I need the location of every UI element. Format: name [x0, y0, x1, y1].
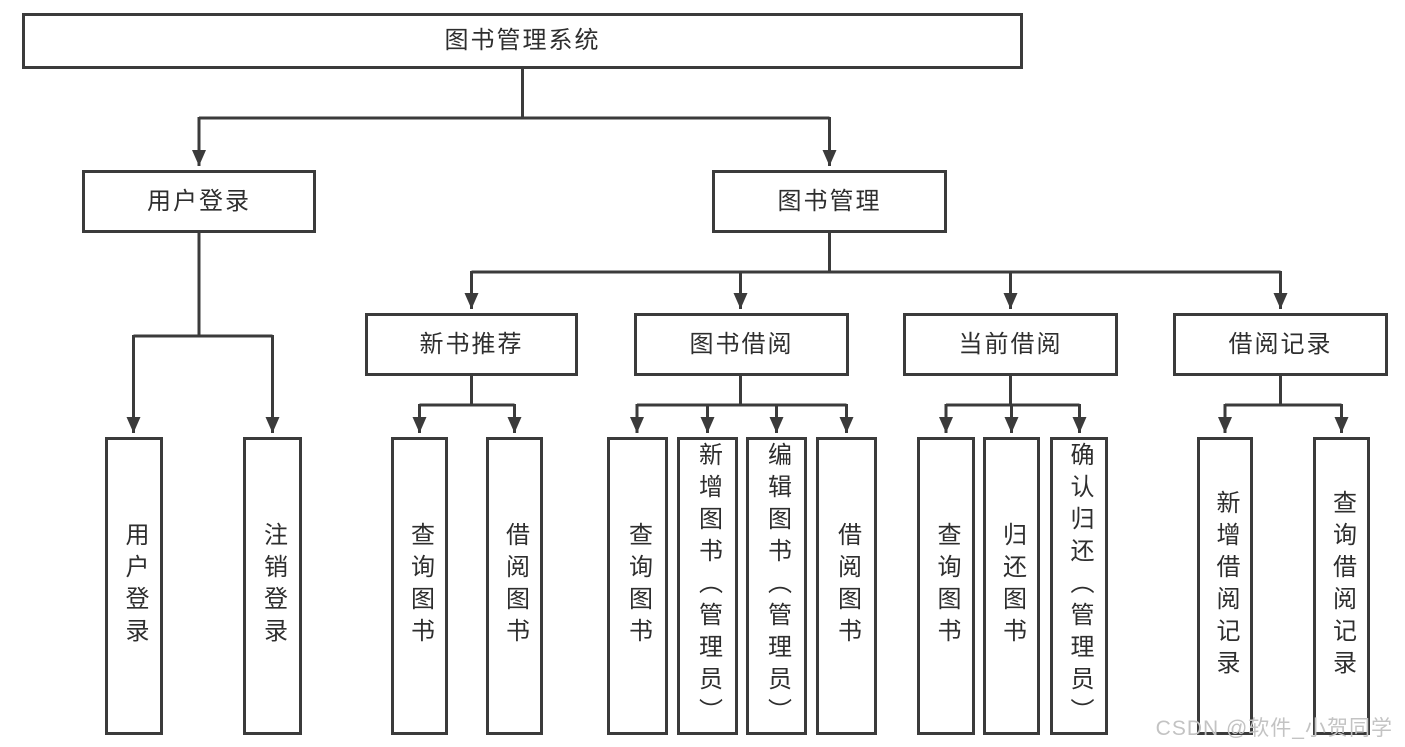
node-book-management: 图书管理 [712, 170, 947, 233]
connector-arrows-level2 [192, 117, 837, 166]
leaf-confirm-return-admin: 确认归还（管理员） [1050, 437, 1108, 735]
leaf-query-borrow-record: 查询借阅记录 [1313, 437, 1370, 735]
node-label: 用户登录 [147, 187, 251, 215]
node-label: 图书管理 [777, 187, 882, 215]
node-label: 新增图书（管理员） [694, 442, 722, 730]
connector-arrows-leaves [126, 335, 1349, 433]
node-user-login: 用户登录 [82, 170, 316, 233]
node-label: 注销登录 [259, 522, 287, 650]
node-label: 归还图书 [998, 522, 1026, 650]
leaf-borrow-books: 借阅图书 [486, 437, 543, 735]
node-label: 确认归还（管理员） [1066, 442, 1093, 730]
node-label: 查询图书 [933, 522, 960, 650]
leaf-add-borrow-record: 新增借阅记录 [1197, 437, 1253, 735]
leaf-query-books: 查询图书 [607, 437, 668, 735]
leaf-add-books-admin: 新增图书（管理员） [677, 437, 738, 735]
node-label: 查询借阅记录 [1328, 490, 1356, 682]
leaf-return-books: 归还图书 [983, 437, 1040, 735]
node-current-borrowing: 当前借阅 [903, 313, 1118, 376]
connector-trunks [133, 69, 1342, 407]
connector-arrows-level3 [464, 271, 1288, 309]
leaf-edit-books-admin: 编辑图书（管理员） [746, 437, 807, 735]
node-label: 查询图书 [624, 522, 652, 650]
node-library-management-system: 图书管理系统 [22, 13, 1023, 69]
node-book-borrowing: 图书借阅 [634, 313, 849, 376]
node-label: 新书推荐 [419, 330, 524, 358]
node-label: 当前借阅 [958, 330, 1063, 358]
node-borrowing-records: 借阅记录 [1173, 313, 1388, 376]
csdn-watermark: CSDN @软件_小贺同学 [1155, 717, 1393, 740]
leaf-logout: 注销登录 [243, 437, 302, 735]
leaf-borrow-books: 借阅图书 [816, 437, 877, 735]
node-label: 借阅图书 [833, 522, 861, 650]
node-label: 图书借阅 [689, 330, 794, 358]
node-label: 新增借阅记录 [1212, 490, 1239, 682]
leaf-query-books: 查询图书 [391, 437, 448, 735]
node-label: 查询图书 [406, 522, 434, 650]
node-new-book-recommendation: 新书推荐 [365, 313, 578, 376]
node-label: 借阅记录 [1228, 330, 1333, 358]
leaf-user-login: 用户登录 [105, 437, 163, 735]
node-label: 编辑图书（管理员） [763, 442, 791, 730]
leaf-query-books: 查询图书 [917, 437, 975, 735]
node-label: 用户登录 [121, 522, 148, 650]
node-label: 图书管理系统 [444, 27, 601, 54]
node-label: 借阅图书 [501, 522, 529, 650]
